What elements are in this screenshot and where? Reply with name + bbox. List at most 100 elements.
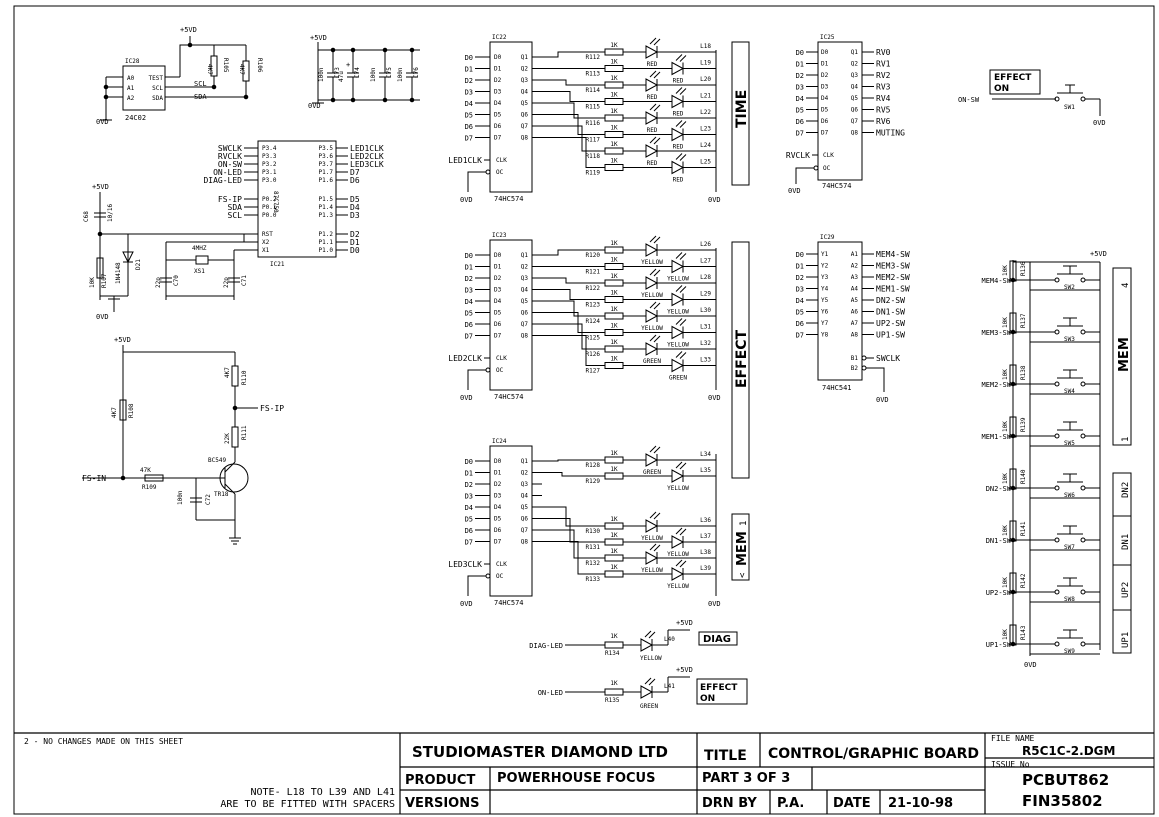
wire [467, 171, 486, 192]
junction-dot [243, 94, 249, 100]
led [645, 276, 659, 290]
ic21-net: D2 [350, 230, 360, 239]
data-bus-label: D6 [465, 321, 473, 329]
wire [795, 167, 814, 184]
wire [542, 506, 603, 527]
effect-on-label-1: EFFECT [994, 73, 1032, 83]
led-ref: L27 [700, 258, 711, 265]
led-colour: YELLOW [640, 655, 662, 662]
latch-pin: D1 [494, 470, 502, 477]
latch-pin: D0 [494, 252, 502, 259]
switch-net: DN2-SW [876, 296, 905, 305]
ic21-net: RVCLK [218, 152, 242, 161]
latch-part: 74HC574 [494, 195, 524, 203]
r-value: 1K [610, 532, 618, 539]
switch-ref: SW7 [1064, 544, 1075, 551]
junction-dot [350, 97, 356, 103]
changes-note: 2 - NO CHANGES MADE ON THIS SHEET [24, 737, 183, 746]
wire [542, 323, 603, 350]
latch-pin: D2 [494, 77, 502, 84]
data-bus-label: D4 [796, 95, 804, 103]
data-bus-label: D5 [465, 112, 473, 120]
ic25-pin: Q6 [851, 107, 859, 114]
latch-pin: Q6 [521, 310, 529, 317]
rv-net: RV3 [876, 83, 891, 92]
r-value: 4K7 [206, 64, 213, 75]
ic21-pin: P1.3 [319, 212, 334, 219]
led-ref: L40 [664, 636, 675, 643]
wire [675, 351, 683, 358]
vdd-label: +5VD [676, 666, 693, 674]
wire [648, 678, 656, 686]
junction-dot [382, 97, 388, 103]
ic21-pin: P3.4 [262, 145, 277, 152]
cap-ref: C74 [354, 67, 361, 78]
r-ref: R116 [586, 120, 601, 127]
data-bus-label: D1 [796, 263, 804, 271]
vdd-label: +5VD [180, 26, 197, 34]
wire [542, 335, 603, 366]
led-ref: L33 [700, 357, 711, 364]
latch-pin: D5 [494, 310, 502, 317]
ic29-pin: A4 [851, 286, 859, 293]
ic25-pin: D1 [821, 61, 829, 68]
r-value: 22K [224, 433, 231, 444]
r-value: 1K [610, 273, 618, 280]
polarity: + [346, 61, 350, 69]
diode-ref: D21 [135, 259, 142, 270]
wire [542, 91, 603, 102]
data-bus-label: D4 [796, 297, 804, 305]
cap-ref: C68 [83, 211, 90, 222]
r-value: 10K [1002, 369, 1009, 380]
r-ref: R111 [241, 425, 248, 440]
on-sw-net: ON-SW [958, 96, 980, 104]
led [645, 45, 659, 59]
r-ref: R108 [128, 403, 135, 418]
switch-net: MEM3-SW [981, 329, 1011, 337]
ic29-pin: Y3 [821, 274, 829, 281]
data-bus-label: D0 [796, 251, 804, 259]
ic29-pin: A5 [851, 297, 859, 304]
led [671, 358, 685, 373]
data-bus-label: D2 [796, 72, 804, 80]
switch-ref: SW9 [1064, 648, 1075, 655]
ic21-pin: P3.7 [319, 161, 334, 168]
ic21-net: LED1CLK [350, 144, 384, 153]
junction-dot [103, 84, 109, 90]
scl-net: SCL [194, 80, 207, 88]
ic28-pin: TEST [149, 75, 164, 82]
r-value: 10K [1002, 473, 1009, 484]
latch-clk-net: LED3CLK [448, 560, 482, 569]
ic21-pin: P1.6 [319, 177, 334, 184]
data-bus-label: D6 [465, 123, 473, 131]
led-colour: RED [673, 111, 684, 118]
latch-pin: D6 [494, 321, 502, 328]
r-value: 4K7 [111, 407, 118, 418]
latch-pin: D1 [494, 264, 502, 271]
junction-dot [1010, 433, 1016, 439]
switch-contact [1054, 589, 1060, 595]
r-ref: R142 [1020, 573, 1027, 588]
wire [179, 44, 246, 77]
ic29-pin: Y2 [821, 263, 829, 270]
dn-up-panel [1112, 472, 1132, 654]
switch-ref: SW3 [1064, 336, 1075, 343]
junction-dot [350, 47, 356, 53]
wire [653, 302, 661, 310]
effect-on-led-label-1: EFFECT [700, 683, 738, 693]
data-bus-label: D5 [796, 309, 804, 317]
latch-body [489, 445, 533, 597]
wire [679, 286, 687, 293]
data-bus-label: D6 [796, 118, 804, 126]
diag-display [698, 631, 738, 646]
cap-value: 47u [338, 71, 345, 82]
r-ref: R125 [586, 335, 601, 342]
led-colour: RED [673, 177, 684, 184]
latch-ref: IC22 [492, 34, 507, 41]
wire [542, 529, 603, 559]
ic28-body [122, 65, 166, 111]
latch-part: 74HC574 [494, 599, 524, 607]
latch-pin: CLK [496, 355, 507, 362]
latch-pin: Q4 [521, 89, 529, 96]
wire [224, 461, 236, 473]
